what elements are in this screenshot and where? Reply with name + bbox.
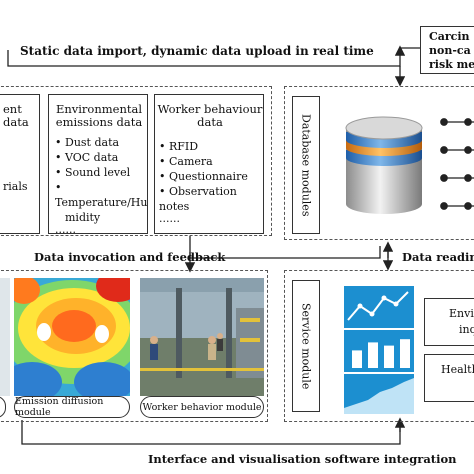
source-card-materials: ent data rials xyxy=(0,94,40,234)
card2-title1: Environmental xyxy=(55,102,143,116)
health-box: Health xyxy=(424,354,474,402)
list-item: •Questionnaire xyxy=(159,170,248,183)
card1-extra: rials xyxy=(3,180,28,193)
top-flow-label: Static data import, dynamic data upload … xyxy=(20,44,374,58)
database-region xyxy=(284,86,474,240)
list-item: •Camera xyxy=(159,155,213,168)
card1-title1: ent xyxy=(3,102,22,116)
health-box-line1: Health xyxy=(441,363,474,376)
bottom-integration-label: Interface and visualisation software int… xyxy=(148,452,457,466)
data-reading-label: Data reading, xyxy=(402,250,474,264)
risk-assessment-box: Carcin non-ca risk me xyxy=(420,26,474,74)
bar-icon-bar xyxy=(368,342,378,368)
risk-box-line1: Carcin xyxy=(429,30,470,43)
list-ellipsis: ······ xyxy=(159,215,180,228)
list-item: •Sound level xyxy=(55,166,131,179)
list-ellipsis: ······ xyxy=(55,226,76,239)
list-item: •Temperature/Hu xyxy=(55,181,148,209)
env-inquiry-box: Envir inq xyxy=(424,298,474,346)
module-panel-cropped xyxy=(0,278,10,396)
list-item: •RFID xyxy=(159,140,199,153)
service-region xyxy=(284,270,474,422)
card2-list: •Dust data •VOC data •Sound level •Tempe… xyxy=(55,135,147,240)
worker-module-caption: Worker behavior module xyxy=(140,396,264,418)
source-card-worker: Worker behaviour data •RFID •Camera •Que… xyxy=(154,94,264,234)
bar-icon-bar xyxy=(352,350,362,368)
modules-region xyxy=(0,270,268,422)
list-item: midity xyxy=(65,211,101,224)
env-box-line2: inq xyxy=(459,323,474,336)
list-item: •Dust data xyxy=(55,136,120,149)
list-item: •VOC data xyxy=(55,151,119,164)
database-modules-label: Database modules xyxy=(292,96,320,234)
emission-module-caption: Emission diffusion module xyxy=(14,396,130,418)
network-icon xyxy=(440,118,474,210)
area-chart-icon xyxy=(344,374,414,414)
service-module-label: Service module xyxy=(292,280,320,412)
list-item: •Observation notes xyxy=(159,185,237,213)
risk-box-line2: non-ca xyxy=(429,44,471,57)
bar-icon-bar xyxy=(400,339,410,368)
invocation-label: Data invocation and feedback xyxy=(34,250,226,264)
source-card-emissions: Environmental emissions data •Dust data … xyxy=(48,94,148,239)
bar-chart-icon xyxy=(344,330,414,372)
card3-title1: Worker behaviour xyxy=(157,102,263,116)
emission-heatmap-image xyxy=(14,278,130,396)
worker-scene-image xyxy=(140,278,264,396)
card2-title2: emissions data xyxy=(55,115,143,129)
card1-title2: data xyxy=(3,115,29,129)
env-box-line1: Envir xyxy=(449,307,474,320)
data-source-region xyxy=(0,86,272,236)
line-chart-icon xyxy=(344,286,414,328)
card3-title2: data xyxy=(197,115,223,129)
card3-list: •RFID •Camera •Questionnaire •Observatio… xyxy=(159,139,263,229)
bar-icon-bar xyxy=(384,345,394,368)
risk-box-line3: risk me xyxy=(429,58,474,71)
